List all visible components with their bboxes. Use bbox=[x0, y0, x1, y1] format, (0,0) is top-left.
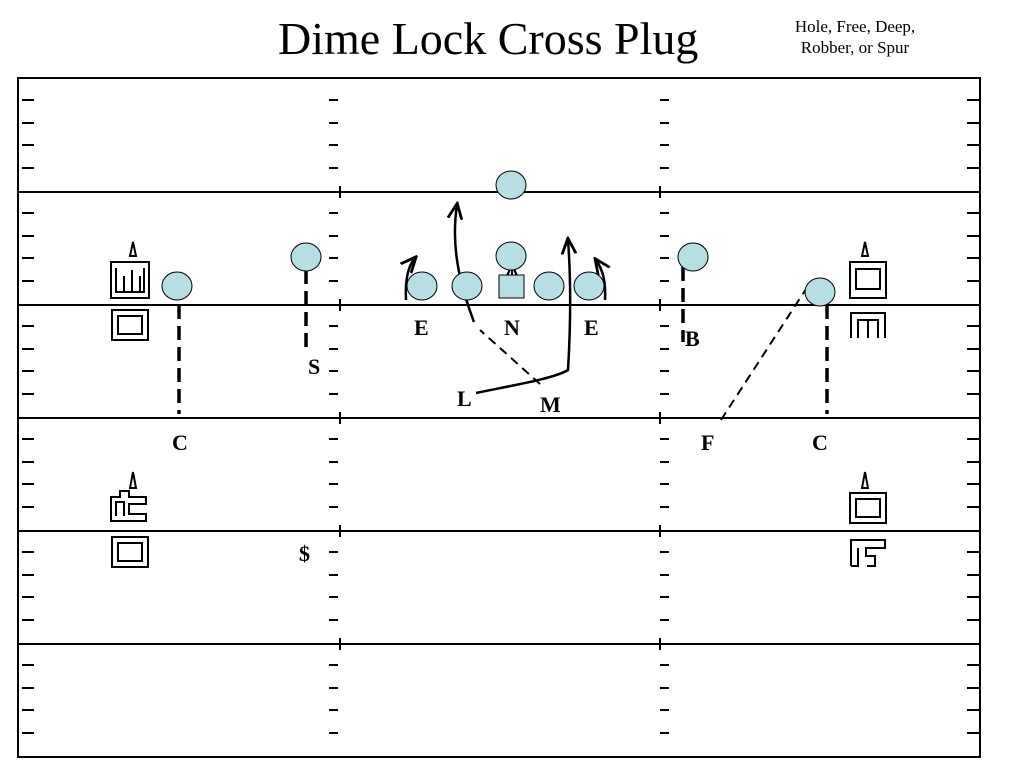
label-n: N bbox=[504, 315, 520, 340]
quarterback-circle bbox=[495, 241, 527, 271]
label-m: M bbox=[540, 392, 561, 417]
coverage-note-line-2: Robber, or Spur bbox=[800, 38, 910, 57]
offense-players bbox=[161, 170, 836, 307]
label-b: B bbox=[685, 326, 700, 351]
lineman-symbol-icon bbox=[111, 309, 886, 568]
coverage-note: Hole, Free, Deep, Robber, or Spur bbox=[760, 16, 950, 58]
play-title: Dime Lock Cross Plug bbox=[278, 13, 699, 64]
label-l: L bbox=[457, 386, 472, 411]
hash-marks bbox=[22, 99, 979, 734]
m-route bbox=[479, 329, 541, 385]
tackle-left-circle bbox=[406, 271, 438, 301]
assignment-lines bbox=[177, 205, 829, 421]
guard-right-circle bbox=[533, 271, 565, 301]
receiver-formation-icon bbox=[110, 241, 887, 524]
deep-back-circle bbox=[495, 170, 527, 200]
receiver-left-circle bbox=[161, 271, 193, 301]
label-c-right: C bbox=[812, 430, 828, 455]
coverage-note-line-1: Hole, Free, Deep, bbox=[794, 17, 916, 36]
slot-left-circle bbox=[290, 242, 322, 272]
label-e-left: E bbox=[414, 315, 429, 340]
center-square bbox=[498, 274, 525, 299]
e-left-rush bbox=[406, 258, 415, 301]
tackle-right-circle bbox=[573, 271, 605, 301]
label-c-left: C bbox=[172, 430, 188, 455]
receiver-right-circle bbox=[804, 277, 836, 307]
label-s: S bbox=[308, 354, 320, 379]
label-f: F bbox=[701, 430, 714, 455]
label-e-right: E bbox=[584, 315, 599, 340]
f-route bbox=[720, 288, 807, 421]
e-right-rush bbox=[596, 260, 605, 301]
label-dollar: $ bbox=[299, 541, 310, 566]
cross-route bbox=[455, 205, 476, 323]
l-route bbox=[475, 240, 570, 395]
guard-left-circle bbox=[451, 271, 483, 301]
slot-right-circle bbox=[677, 242, 709, 272]
